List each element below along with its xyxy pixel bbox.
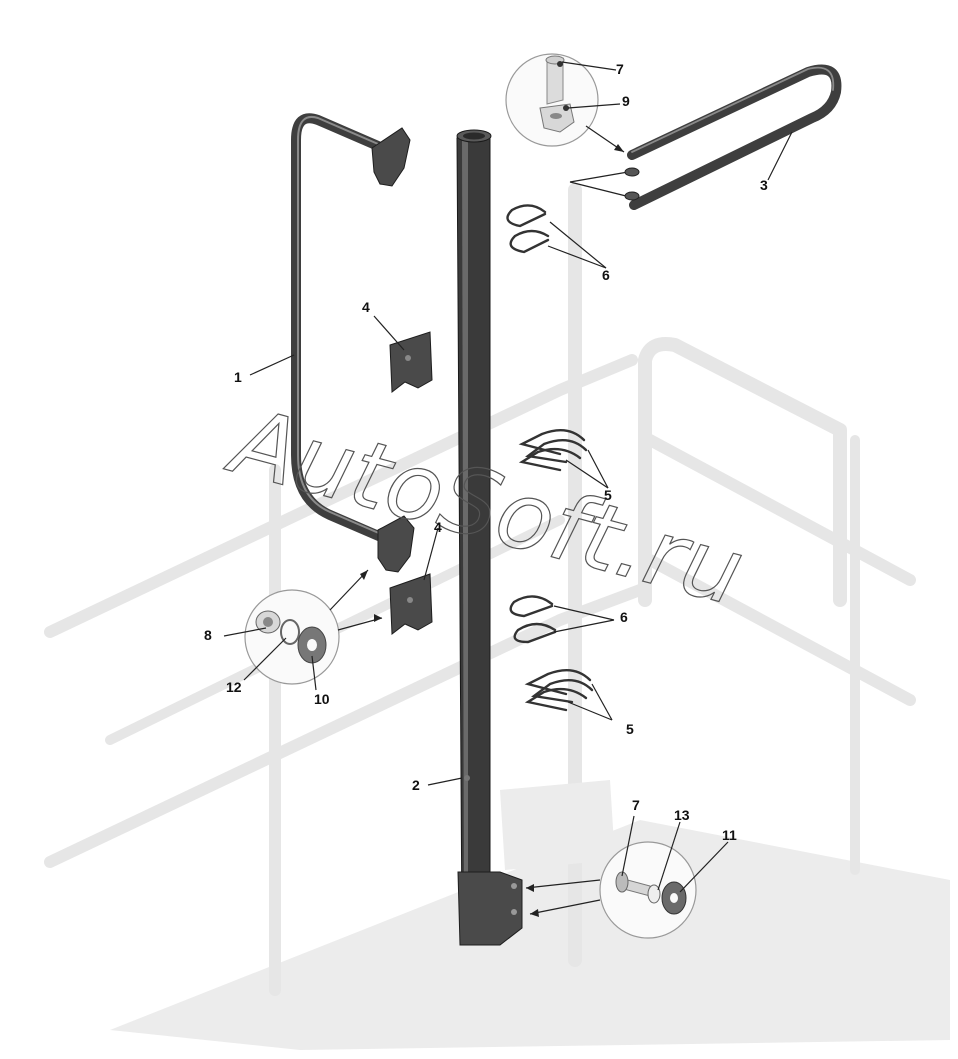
u-handle-part-3 bbox=[627, 64, 842, 210]
vertical-post-part-2 bbox=[456, 129, 523, 946]
callout-labels: 1 2 3 4 4 5 5 6 6 7 7 8 9 10 11 12 13 bbox=[204, 61, 768, 843]
callout-11: 11 bbox=[722, 827, 737, 843]
callout-2: 2 bbox=[412, 777, 420, 793]
handle-fasteners bbox=[624, 167, 640, 201]
callout-13: 13 bbox=[674, 807, 690, 823]
u-bolts-part-6-lower bbox=[509, 595, 557, 644]
callout-1: 1 bbox=[234, 369, 242, 385]
bracket-plate-part-4-upper bbox=[389, 331, 433, 393]
callout-4-upper: 4 bbox=[362, 299, 370, 315]
callout-6-upper: 6 bbox=[602, 267, 610, 283]
leader-lines bbox=[223, 61, 793, 893]
callout-3: 3 bbox=[760, 177, 768, 193]
callout-6-lower: 6 bbox=[620, 609, 628, 625]
handrail-tube-part-1 bbox=[291, 113, 415, 573]
callout-5-lower: 5 bbox=[626, 721, 634, 737]
detail-circle-bolt-nut bbox=[505, 53, 599, 147]
u-bolts-part-5-lower bbox=[524, 668, 594, 712]
detail-circle-nut-washers bbox=[244, 589, 340, 685]
u-bolts-part-6-upper bbox=[506, 204, 550, 254]
callout-5-middle: 5 bbox=[604, 487, 612, 503]
callout-10: 10 bbox=[314, 691, 330, 707]
callout-7-top: 7 bbox=[616, 61, 624, 77]
callout-4-lower: 4 bbox=[434, 519, 442, 535]
assembly-arrows bbox=[329, 125, 629, 917]
callout-9: 9 bbox=[622, 93, 630, 109]
bracket-plate-part-4-lower bbox=[389, 573, 433, 635]
callout-7-bottom: 7 bbox=[632, 797, 640, 813]
callout-8: 8 bbox=[204, 627, 212, 643]
callout-12: 12 bbox=[226, 679, 242, 695]
background-railing bbox=[44, 183, 950, 1050]
u-bolts-part-5-middle bbox=[518, 428, 588, 472]
